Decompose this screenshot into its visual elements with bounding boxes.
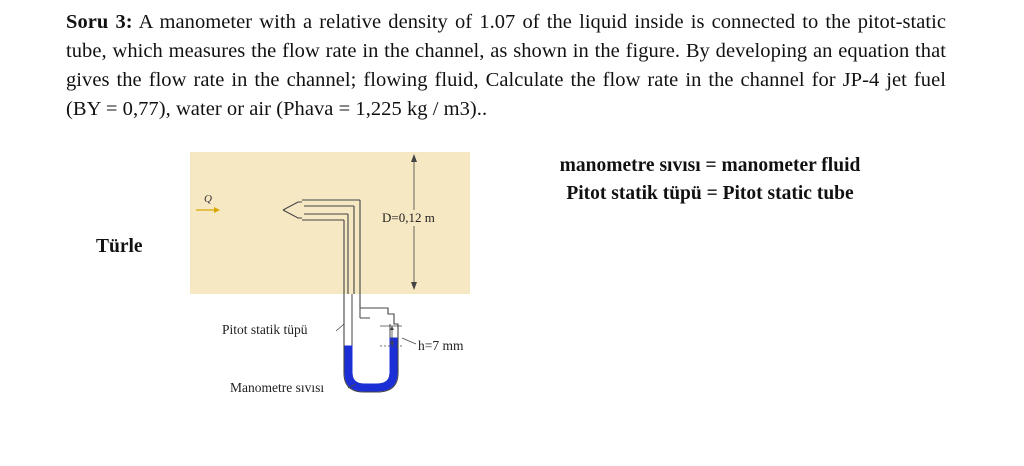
diameter-label: D=0,12 m [382, 210, 435, 225]
translation-legend: manometre sıvısı = manometer fluid Pitot… [540, 152, 880, 208]
question-number: Soru 3: [66, 11, 133, 33]
question-text-block: Soru 3: A manometer with a relative dens… [66, 8, 946, 124]
figure-svg: Q [190, 152, 470, 395]
side-label-turle: Türle [96, 236, 143, 257]
pitot-label-leader [335, 323, 345, 332]
legend-line-manometer-fluid: manometre sıvısı = manometer fluid [559, 155, 861, 176]
manometer-label-leader [347, 383, 357, 389]
question-body: A manometer with a relative density of 1… [66, 11, 947, 120]
manometer-u-tube [343, 294, 399, 393]
h-label: h=7 mm [418, 338, 464, 353]
pitot-manometer-figure: Q [180, 148, 500, 413]
manometer-fluid-label: Manometre sıvısı [230, 380, 324, 395]
h-dimension-marker [380, 325, 417, 347]
legend-line-pitot-tube: Pitot statik tüpü = Pitot static tube [566, 183, 854, 204]
flow-direction-arrow [196, 207, 220, 213]
pitot-static-tube [282, 199, 361, 294]
pitot-tube-label: Pitot statik tüpü [222, 322, 308, 337]
diameter-label-bg [380, 210, 442, 226]
flow-symbol: Q [204, 193, 212, 205]
